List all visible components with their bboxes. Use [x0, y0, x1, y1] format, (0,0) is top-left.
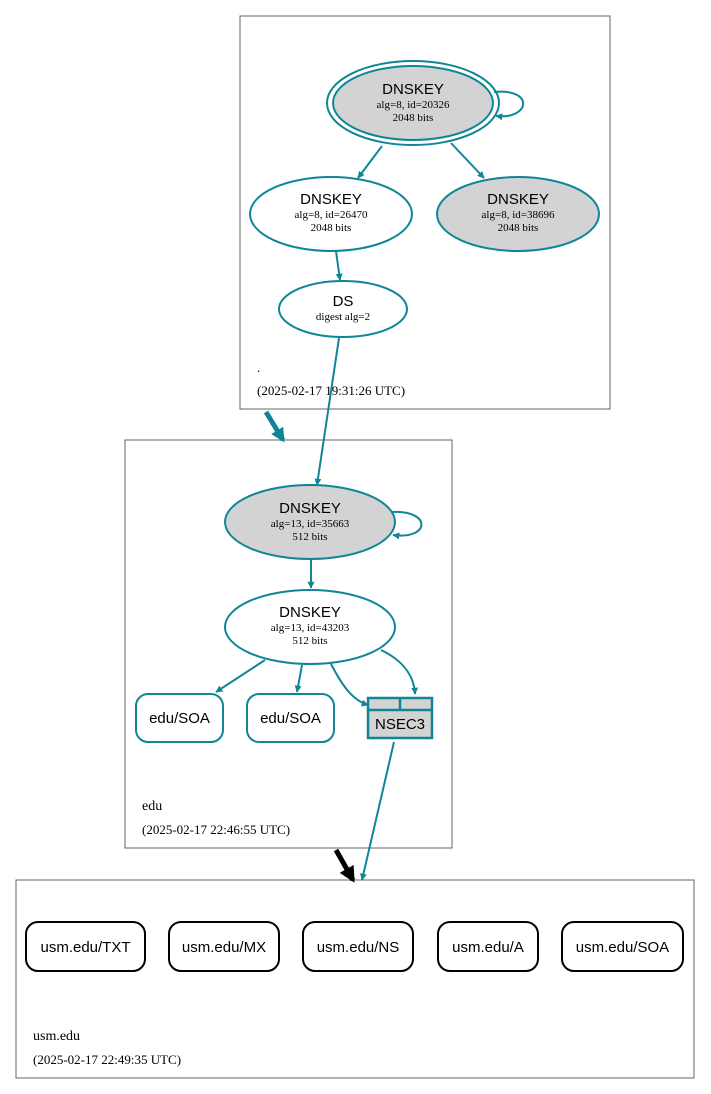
node-usm-txt: usm.edu/TXT	[25, 921, 146, 972]
node-edu-zsk-line2: 512 bits	[292, 635, 327, 647]
zone-usm-name: usm.edu	[33, 1029, 80, 1044]
delegation-edu-usm-arrow	[333, 848, 356, 883]
node-usm-ns-label: usm.edu/NS	[317, 939, 400, 956]
edges	[215, 90, 524, 881]
delegation-root-edu-arrow	[263, 410, 286, 443]
node-usm-soa: usm.edu/SOA	[561, 921, 684, 972]
node-edu-zsk-line1: alg=13, id=43203	[271, 622, 350, 634]
node-edu-soa-2-label: edu/SOA	[260, 710, 321, 727]
zone-root-box	[239, 15, 611, 410]
edge-root-ksk-zsk1	[357, 145, 383, 179]
node-root-zsk2-line1: alg=8, id=38696	[482, 209, 555, 221]
node-usm-soa-label: usm.edu/SOA	[576, 939, 669, 956]
node-root-ds-line1: digest alg=2	[316, 311, 370, 323]
node-root-zsk2-line2: 2048 bits	[498, 222, 539, 234]
edge-root-zsk1-ds	[335, 250, 343, 281]
node-root-ksk: DNSKEY alg=8, id=20326 2048 bits	[326, 60, 500, 146]
node-root-zsk2-title: DNSKEY	[487, 191, 549, 208]
edge-edu-zsk-nsec3-b	[380, 649, 419, 695]
node-usm-mx-label: usm.edu/MX	[182, 939, 266, 956]
node-edu-ksk-line2: 512 bits	[292, 531, 327, 543]
zone-root-name: .	[257, 360, 260, 375]
zone-edu-timestamp: (2025-02-17 22:46:55 UTC)	[142, 822, 290, 837]
node-edu-ksk: DNSKEY alg=13, id=35663 512 bits	[224, 484, 396, 560]
node-edu-soa-1: edu/SOA	[135, 693, 224, 743]
node-edu-zsk: DNSKEY alg=13, id=43203 512 bits	[224, 589, 396, 665]
node-root-zsk1: DNSKEY alg=8, id=26470 2048 bits	[249, 176, 413, 252]
node-root-zsk2: DNSKEY alg=8, id=38696 2048 bits	[436, 176, 600, 252]
node-usm-a-label: usm.edu/A	[452, 939, 524, 956]
edge-root-ksk-self	[493, 90, 524, 121]
edge-root-ksk-zsk2	[450, 142, 485, 179]
node-root-ds-title: DS	[333, 293, 354, 310]
edge-nsec3-usm	[360, 741, 395, 881]
edge-edu-zsk-nsec3-a	[330, 663, 369, 707]
node-root-ksk-title: DNSKEY	[382, 81, 444, 98]
node-root-zsk1-line2: 2048 bits	[311, 222, 352, 234]
node-edu-nsec3: NSEC3	[366, 696, 434, 740]
node-root-ksk-line2: 2048 bits	[393, 112, 434, 124]
node-root-zsk1-line1: alg=8, id=26470	[295, 209, 368, 221]
node-root-zsk1-title: DNSKEY	[300, 191, 362, 208]
zone-usm-box	[15, 879, 695, 1079]
edge-ds-edu-ksk	[314, 337, 340, 486]
node-usm-mx: usm.edu/MX	[168, 921, 280, 972]
node-edu-zsk-title: DNSKEY	[279, 604, 341, 621]
node-edu-nsec3-label: NSEC3	[375, 716, 425, 733]
edge-edu-zsk-soa1	[215, 659, 266, 693]
node-usm-txt-label: usm.edu/TXT	[40, 939, 130, 956]
edge-edu-zsk-soa2	[294, 664, 303, 693]
node-edu-soa-2: edu/SOA	[246, 693, 335, 743]
node-edu-soa-1-label: edu/SOA	[149, 710, 210, 727]
zone-usm-timestamp: (2025-02-17 22:49:35 UTC)	[33, 1052, 181, 1067]
node-edu-ksk-title: DNSKEY	[279, 500, 341, 517]
node-root-ksk-line1: alg=8, id=20326	[377, 99, 450, 111]
node-usm-ns: usm.edu/NS	[302, 921, 414, 972]
node-edu-ksk-line1: alg=13, id=35663	[271, 518, 350, 530]
zone-edu-box	[124, 439, 453, 849]
node-usm-a: usm.edu/A	[437, 921, 539, 972]
edge-edu-ksk-self	[391, 510, 423, 540]
zone-edu-name: edu	[142, 799, 162, 814]
node-root-ds: DS digest alg=2	[278, 280, 408, 338]
